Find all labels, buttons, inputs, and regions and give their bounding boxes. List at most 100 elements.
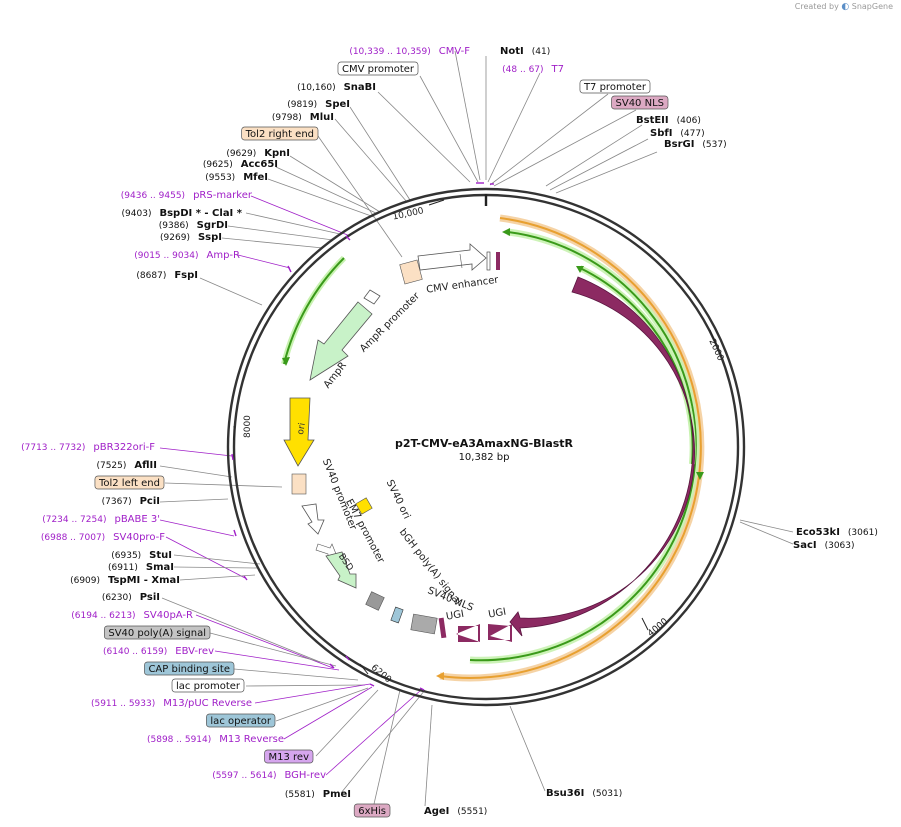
enzyme-name: SbfI — [650, 128, 672, 139]
feature-box-label: lac operator — [210, 716, 271, 727]
tick-4000: 4000 — [646, 617, 670, 640]
cmv-enhancer-label: CMV enhancer — [426, 275, 500, 296]
primer-marks — [231, 182, 494, 691]
site-label-36: (6140 .. 6159)EBV-rev — [103, 646, 214, 657]
primer-name: M13/pUC Reverse — [163, 698, 252, 709]
site-label-35: SV40 poly(A) signal — [103, 625, 211, 640]
enzyme-name: BstEII — [636, 115, 669, 126]
site-position: (7367) — [102, 497, 132, 507]
site-position: (5551) — [457, 807, 487, 817]
enzyme-name: Bsu36I — [546, 788, 584, 799]
site-label-11: (477) SbfI — [650, 128, 705, 139]
ugi-label-2: UGI — [487, 607, 507, 621]
site-position: (7234 .. 7254) — [42, 515, 106, 525]
site-label-39: (5911 .. 5933)M13/pUC Reverse — [91, 698, 252, 709]
leader-lines — [159, 50, 794, 807]
bsd-arrow — [325, 551, 357, 589]
ampr-arrow — [309, 301, 373, 381]
site-label-0: (10,339 .. 10,359)CMV-F — [349, 46, 470, 57]
site-label-18: (9386)SgrDI — [159, 220, 228, 231]
site-label-8: (9798)MluI — [272, 112, 334, 123]
site-position: (6988 .. 7007) — [41, 533, 105, 543]
site-label-32: (3063)SacI — [793, 540, 855, 551]
primer-name: Amp-R — [207, 250, 241, 261]
sv40-nls-mark-1 — [438, 617, 447, 639]
feature-box — [144, 661, 235, 676]
primer-name: BGH-rev — [284, 770, 326, 781]
feature-box-label: SV40 NLS — [616, 98, 665, 109]
site-position: (5898 .. 5914) — [147, 735, 211, 745]
plasmid-length: 10,382 bp — [459, 452, 510, 463]
site-label-2: CMV promoter — [337, 61, 419, 76]
cas9-label: Cas9 — [677, 453, 692, 479]
feature-box-label: CAP binding site — [148, 664, 230, 675]
site-position: (10,160) — [297, 83, 336, 93]
site-label-7: (9819)SpeI — [287, 99, 350, 110]
site-position: (9553) — [205, 173, 235, 183]
ampr-promoter-arrow — [363, 289, 381, 305]
enzyme-name: FspI — [174, 270, 198, 281]
site-position: (6935) — [111, 551, 141, 561]
site-label-3: (48 .. 67)T7 — [502, 64, 564, 75]
site-label-9: (406)BstEII — [636, 115, 701, 126]
site-labels: (10,339 .. 10,359)CMV-F (41) NotI CMV promo… — [21, 46, 878, 818]
sv40-nls-mark-3 — [486, 251, 491, 271]
site-position: (9629) — [226, 149, 256, 159]
primer-name: T7 — [551, 64, 564, 75]
primer-name: pRS-marker — [193, 190, 253, 201]
site-label-33: (6230)PsiI — [102, 592, 160, 603]
ugi-arrow-2 — [456, 624, 480, 642]
site-position: (5597 .. 5614) — [212, 771, 276, 781]
enzyme-name: AflII — [134, 460, 157, 471]
feature-box — [94, 475, 165, 490]
site-label-37: CAP binding site — [144, 661, 235, 676]
primer-name: SV40pA-R — [144, 610, 193, 621]
bgh-polya-mark — [365, 591, 385, 611]
site-position: (41) — [532, 47, 550, 57]
feature-box — [611, 95, 669, 110]
sv40-ori-mark — [355, 497, 373, 515]
enzyme-name: PciI — [140, 496, 160, 507]
site-label-10: Tol2 right end — [241, 126, 319, 141]
site-label-42: M13 rev — [264, 749, 314, 764]
sv40-promoter-arrow — [301, 503, 325, 535]
site-label-1: (41) NotI — [500, 46, 550, 57]
site-label-20: (9015 .. 9034)Amp-R — [134, 250, 240, 261]
tol2-right-end-mark — [399, 259, 423, 285]
site-label-45: (5031)Bsu36I — [546, 788, 622, 799]
site-label-27: (6988 .. 7007)SV40pro-F — [41, 532, 165, 543]
enzyme-name: SgrDI — [197, 220, 228, 231]
site-position: (9625) — [203, 160, 233, 170]
features — [231, 182, 705, 691]
feature-box — [579, 79, 651, 94]
enzyme-name: BsrGI — [664, 139, 694, 150]
site-position: (6230) — [102, 593, 132, 603]
enzyme-name: Eco53kI — [796, 527, 840, 538]
enzyme-name: TspMI - XmaI — [108, 575, 180, 586]
primer-name: M13 Reverse — [219, 734, 284, 745]
enzyme-name: NotI — [500, 46, 524, 57]
feature-box-label: T7 promoter — [583, 82, 647, 93]
primer-name: EBV-rev — [175, 646, 214, 657]
ugi-label-1: UGI — [445, 609, 465, 623]
feature-box-label: 6xHis — [358, 806, 386, 817]
feature-box — [206, 713, 276, 728]
site-position: (477) — [680, 129, 704, 139]
tick-10000: 10,000 — [392, 206, 425, 222]
site-label-15: (9553)MfeI — [205, 172, 268, 183]
site-label-6: SV40 NLS — [611, 95, 669, 110]
feature-box-label: Tol2 right end — [245, 129, 314, 140]
site-position: (7713 .. 7732) — [21, 443, 85, 453]
sv40-promoter-label: SV40 promoter — [320, 457, 359, 532]
tol2-left-end-mark — [291, 473, 307, 495]
snapgene-name: SnapGene — [851, 2, 893, 11]
feature-box — [353, 803, 391, 818]
ori-label: ori — [296, 422, 308, 435]
enzyme-name: StuI — [149, 550, 172, 561]
site-position: (5581) — [285, 790, 315, 800]
site-position: (3061) — [848, 528, 878, 538]
site-label-24: Tol2 left end — [94, 475, 165, 490]
site-position: (9269) — [160, 233, 190, 243]
enzyme-name: SpeI — [325, 99, 350, 110]
